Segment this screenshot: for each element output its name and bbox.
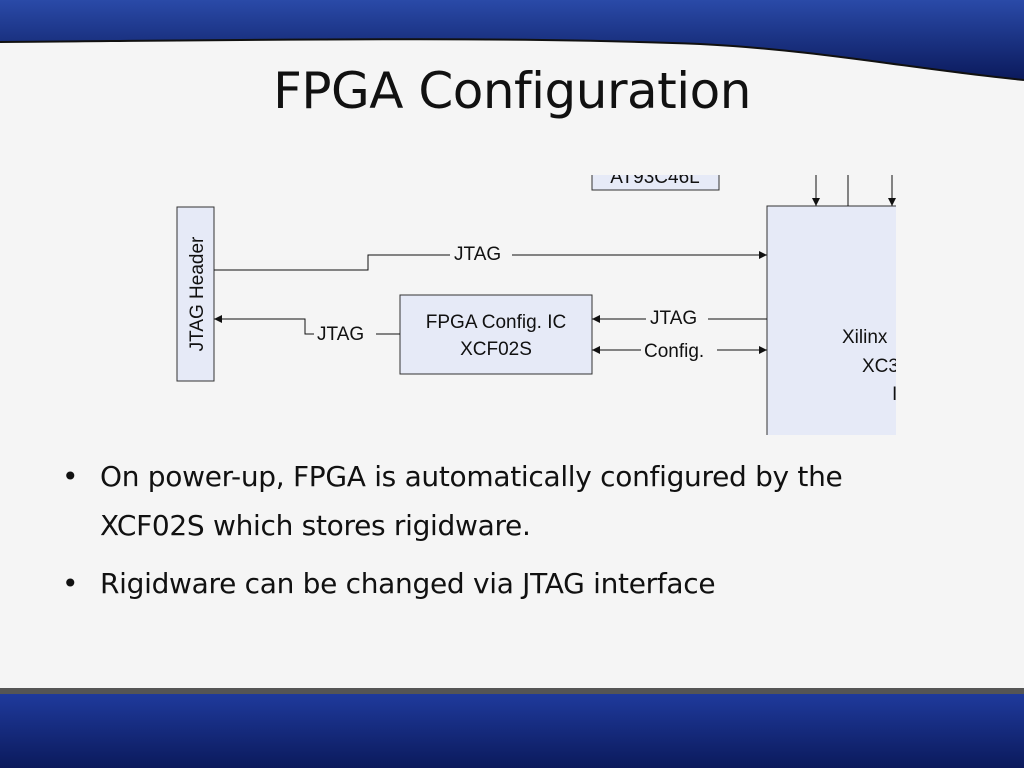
config-link-label: Config. [644,341,704,362]
eeprom-block: AT93C46L [591,167,720,191]
bullet-item: On power-up, FPGA is automatically confi… [60,452,940,550]
jtag-top-label: JTAG [454,244,501,265]
fpga-label-line1: Xilinx [842,327,888,348]
jtag-to-header-label-bg [314,321,376,345]
jtag-header-to-fpga-link [214,251,767,271]
jtag-header-label: JTAG Header [187,236,208,351]
bullet-list: On power-up, FPGA is automatically confi… [60,452,940,617]
jtag-to-header-label: JTAG [317,324,364,345]
config-ic-label-line1: FPGA Config. IC [426,312,566,333]
jtag-top-label-bg [450,241,512,265]
fpga-label-line2: XC3 [862,356,899,377]
fpga-block: Xilinx XC3 I [766,205,899,435]
jtag-header-block: JTAG Header [176,206,215,382]
eeprom-label: AT93C46L [610,167,699,188]
bullet-item: Rigidware can be changed via JTAG interf… [60,559,940,608]
config-ic-label-line2: XCF02S [460,339,532,360]
config-label-bg [641,338,717,362]
jtag-fpga-to-ic-label: JTAG [650,308,697,329]
config-ic-block: FPGA Config. IC XCF02S [399,294,593,375]
top-decorative-band [0,0,1024,81]
slide-title: FPGA Configuration [273,62,751,120]
jtag-fpga-ic-label-bg [646,305,708,329]
fpga-label-line3: I [892,384,897,405]
